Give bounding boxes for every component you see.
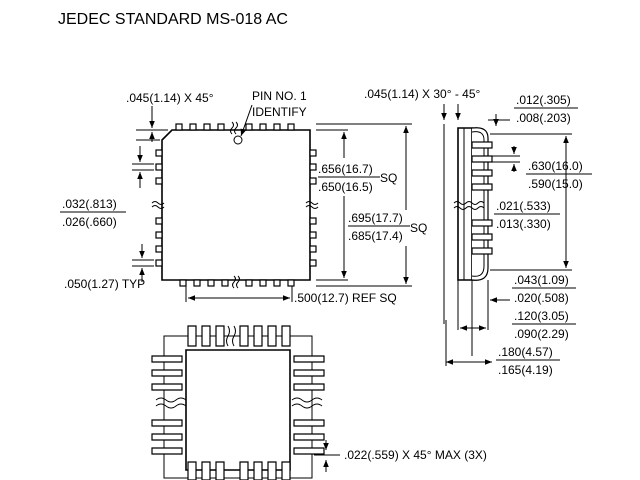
ref-sq-label: .500(12.7) REF SQ — [294, 291, 397, 305]
seat-min: .090(2.29) — [514, 327, 569, 341]
seat-max: .120(3.05) — [514, 309, 569, 323]
lead-width-max: .032(.813) — [62, 197, 117, 211]
top-view-body — [161, 129, 311, 281]
top-view-pins-left — [155, 149, 163, 267]
bottom-view-outline — [163, 335, 313, 479]
overall-size-min: .685(17.4) — [348, 229, 403, 243]
top-view-pins-top — [175, 123, 295, 131]
lead-width-min: .026(.660) — [62, 215, 117, 229]
pin1-label-line1: PIN NO. 1 — [252, 89, 307, 103]
height-max: .180(4.57) — [498, 345, 553, 359]
tip-min: .013(.330) — [496, 217, 551, 231]
body-size-min: .650(16.5) — [318, 180, 373, 194]
pitch-label: .050(1.27) TYP — [64, 277, 145, 291]
span-max: .630(16.0) — [528, 159, 583, 173]
body-size-suffix: SQ — [380, 171, 397, 185]
bottom-view-right-leads — [293, 355, 325, 455]
corner-label: .022(.559) X 45° MAX (3X) — [344, 448, 487, 462]
top-view-pins-right — [309, 149, 317, 267]
tip-max: .021(.533) — [496, 199, 551, 213]
side-view-lead-stubs — [471, 141, 493, 255]
standoff-max: .043(1.09) — [514, 273, 569, 287]
top-view: .045(1.14) X 45° PIN NO. 1 IDENTIFY .656… — [60, 89, 427, 305]
top-view-pins-bottom — [179, 279, 295, 287]
bottom-view: .022(.559) X 45° MAX (3X) — [151, 325, 487, 480]
height-min: .165(4.19) — [498, 363, 553, 377]
overall-size-max: .695(17.7) — [348, 211, 403, 225]
bottom-view-cavity — [185, 349, 291, 471]
body-size-max: .656(16.7) — [318, 162, 373, 176]
break-mark — [230, 121, 234, 135]
bottom-view-bottom-leads — [187, 461, 291, 480]
pin1-label-line2: IDENTIFY — [252, 105, 307, 119]
page-title: JEDEC STANDARD MS-018 AC — [58, 11, 288, 28]
break-mark — [234, 121, 238, 135]
overall-size-suffix: SQ — [410, 221, 427, 235]
pin1-indicator-icon — [233, 135, 243, 145]
span-min: .590(15.0) — [528, 177, 583, 191]
lead-thk-max: .012(.305) — [516, 93, 571, 107]
side-chamfer-label: .045(1.14) X 30° - 45° — [364, 87, 481, 101]
standoff-min: .020(.508) — [514, 291, 569, 305]
lead-thk-min: .008(.203) — [516, 111, 571, 125]
bottom-view-top-leads — [187, 325, 291, 347]
top-chamfer-label: .045(1.14) X 45° — [126, 91, 214, 105]
side-view: .045(1.14) X 30° - 45° .012(.305) .008(.… — [364, 87, 592, 377]
bottom-view-left-leads — [151, 355, 183, 455]
